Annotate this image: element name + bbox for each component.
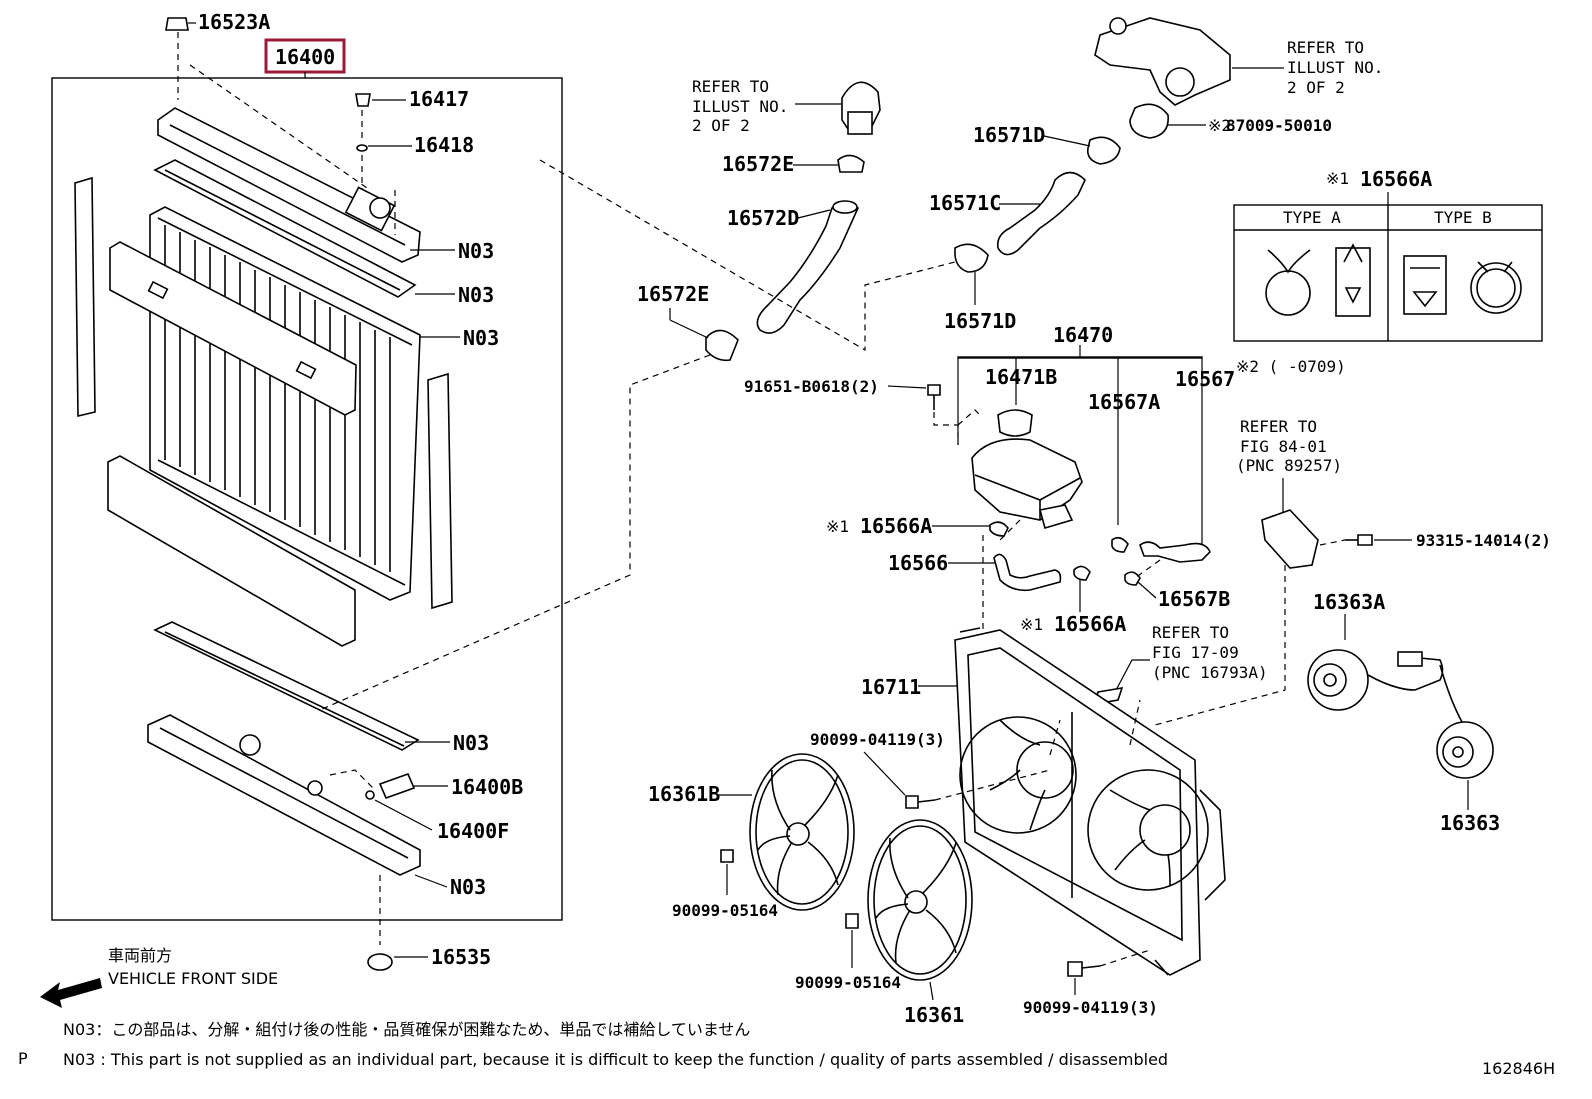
motor-16363A-illustration (1307, 649, 1444, 711)
label-16417: 16417 (409, 87, 469, 111)
corner-mark-p: P (18, 1049, 28, 1068)
label-n03-3: N03 (463, 326, 499, 350)
label-90099-04119-a: 90099-04119(3) (810, 730, 945, 749)
label-16471B: 16471B (985, 365, 1057, 389)
note-n03-jp: N03：この部品は、分解・組付け後の性能・品質確保が困難なため、単品では補給して… (63, 1020, 750, 1039)
label-90099-04119-b: 90099-04119(3) (1023, 998, 1158, 1017)
label-16567: 16567 (1175, 367, 1235, 391)
upper-hose-group (705, 81, 881, 362)
fan-shroud-illustration (954, 627, 1226, 976)
label-16361B: 16361B (648, 782, 720, 806)
label-16571D-top: 16571D (973, 123, 1045, 147)
motor-16363-illustration (1436, 664, 1494, 779)
label-16523A: 16523A (198, 10, 270, 34)
ref-fig17: REFER TO FIG 17-09 (PNC 16793A) (1152, 623, 1268, 682)
label-90099-05164-b: 90099-05164 (795, 973, 901, 992)
label-n03-4: N03 (453, 731, 489, 755)
label-16572E-top: 16572E (722, 152, 794, 176)
label-90099-05164-a: 90099-05164 (672, 901, 778, 920)
label-16566A-1: 16566A (860, 514, 932, 538)
type-a-header: TYPE A (1283, 208, 1341, 227)
footnote-2: ※2 ( -0709) (1236, 357, 1346, 376)
label-16535: 16535 (431, 945, 491, 969)
label-16566: 16566 (888, 551, 948, 575)
bolt-90099-04119-b (1067, 961, 1083, 977)
vehicle-front-arrow-icon (40, 978, 102, 1008)
fan-16361B-illustration (749, 753, 855, 911)
nut-90099-05164-b (845, 913, 859, 929)
mark-1-a: ※1 (826, 517, 849, 536)
label-n03-5: N03 (450, 875, 486, 899)
label-16571D: 16571D (944, 309, 1016, 333)
nut-90099-05164-a (720, 849, 734, 863)
vehicle-front-en: VEHICLE FRONT SIDE (108, 969, 278, 988)
label-16566A-box: 16566A (1360, 167, 1432, 191)
label-16572D: 16572D (727, 206, 799, 230)
bolt-90099-04119-a (905, 795, 919, 809)
label-16361: 16361 (904, 1003, 964, 1027)
radiator-illustration (74, 17, 453, 971)
figure-id: 162846H (1482, 1059, 1555, 1078)
label-n03-1: N03 (458, 239, 494, 263)
mark-2: ※2 (1208, 116, 1231, 135)
label-16572E: 16572E (637, 282, 709, 306)
label-16400: 16400 (275, 45, 335, 69)
fan-16361-illustration (867, 819, 973, 981)
water-outlet-group (954, 17, 1231, 273)
mark-1-box: ※1 (1326, 169, 1349, 188)
label-16711: 16711 (861, 675, 921, 699)
radiator-assembly-frame (51, 77, 563, 921)
label-16400F: 16400F (437, 819, 509, 843)
label-16566A-2: 16566A (1054, 612, 1126, 636)
ref-thermostat: REFER TO ILLUST NO. 2 OF 2 (692, 77, 798, 135)
label-16470: 16470 (1053, 323, 1113, 347)
label-16418: 16418 (414, 133, 474, 157)
label-16400B: 16400B (451, 775, 523, 799)
label-16567B: 16567B (1158, 587, 1230, 611)
type-b-header: TYPE B (1434, 208, 1492, 227)
reservoir-illustration (927, 384, 1211, 592)
label-91651-B0618: 91651-B0618(2) (744, 377, 879, 396)
clamp-type-table: ※1 16566A TYPE A TYPE B ※2 ( -0709) (1233, 167, 1543, 376)
ref-fig84: REFER TO FIG 84-01 (PNC 89257) (1236, 417, 1342, 475)
label-n03-2: N03 (458, 283, 494, 307)
mark-1-b: ※1 (1020, 615, 1043, 634)
label-16571C: 16571C (929, 191, 1001, 215)
label-16363: 16363 (1440, 811, 1500, 835)
vehicle-front-jp: 車両前方 (108, 946, 172, 965)
note-n03-en: N03 : This part is not supplied as an in… (63, 1050, 1168, 1069)
label-16567A: 16567A (1088, 390, 1160, 414)
label-93315-14014: 93315-14014(2) (1416, 531, 1551, 550)
relay-illustration (1261, 509, 1373, 569)
ref-water-outlet: REFER TO ILLUST NO. 2 OF 2 (1287, 38, 1393, 97)
label-16363A: 16363A (1313, 590, 1385, 614)
label-87009-50010: 87009-50010 (1226, 116, 1332, 135)
